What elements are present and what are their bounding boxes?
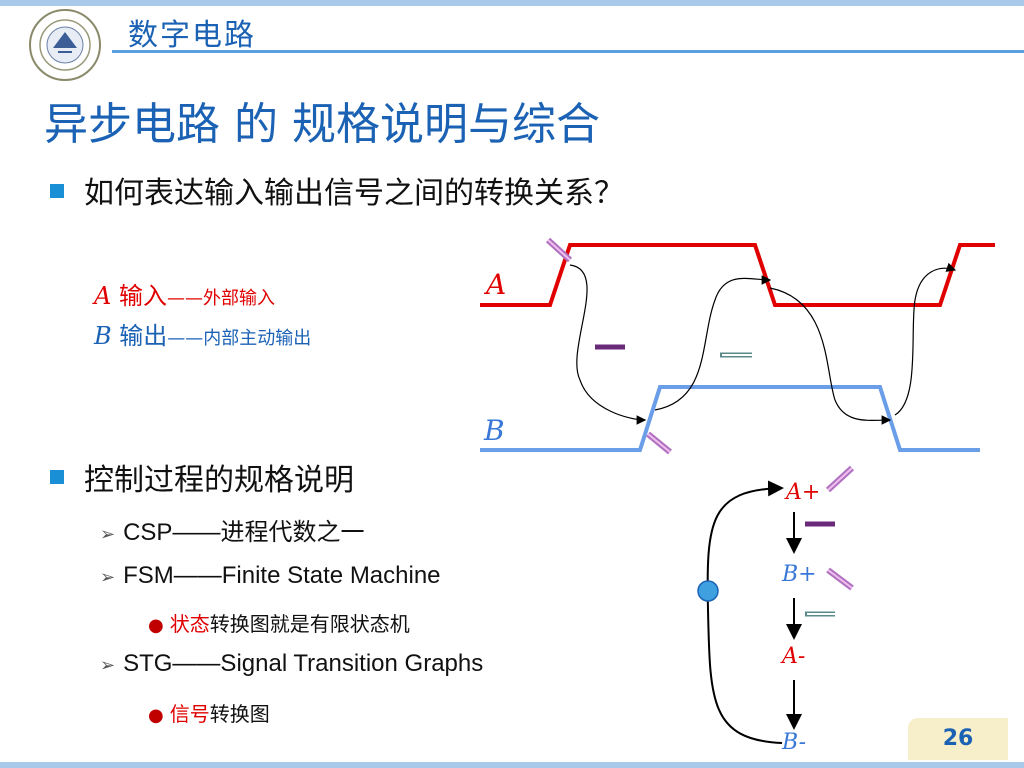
stg-node-b-minus: B- (782, 730, 807, 755)
sub-item-text: FSM——Finite State Machine (123, 562, 441, 589)
stg-note: ●信号转换图 (148, 698, 270, 727)
university-logo-icon (29, 9, 101, 81)
legend-a-text: 输入 (111, 282, 167, 310)
legend-b-desc: ——内部主动输出 (167, 328, 312, 349)
causal-arrow-b-to-a (654, 275, 772, 411)
legend-input-a: A 输入——外部输入 (94, 276, 275, 311)
signal-b-waveform (480, 385, 980, 452)
fsm-note-text: 转换图就是有限状态机 (209, 612, 410, 636)
fsm-note: ●状态转换图就是有限状态机 (148, 608, 410, 637)
sub-item-text: STG——Signal Transition Graphs (123, 650, 484, 677)
signal-a-waveform (480, 243, 995, 307)
legend-b-text: 输出 (111, 322, 168, 350)
stg-diagram (697, 465, 855, 744)
stg-node-b-plus: B+ (782, 562, 817, 587)
legend-output-b: B 输出——内部主动输出 (94, 316, 311, 351)
bullet-dot-icon: ● (148, 615, 164, 636)
pointer-arrow-icon (826, 567, 854, 591)
chevron-right-icon: ➢ (100, 524, 116, 544)
chevron-right-icon: ➢ (100, 567, 116, 587)
stg-node-a-plus: A+ (786, 480, 821, 505)
handshake-waveform-diagram (480, 237, 995, 455)
page-number: 26 (908, 718, 1008, 760)
pointer-arrow-icon (545, 237, 573, 263)
legend-a-name: A (94, 282, 112, 310)
bottom-accent-line (0, 762, 1024, 768)
slide-title: 异步电路 的 规格说明与综合 (44, 99, 600, 150)
chevron-right-icon: ➢ (100, 655, 116, 675)
sub-item-csp: ➢ CSP——进程代数之一 (100, 512, 364, 547)
stg-note-highlight: 信号 (169, 702, 210, 726)
pointer-arrow-icon (825, 465, 855, 493)
causal-arrow-a-to-b (569, 264, 647, 425)
header-divider (112, 50, 1024, 53)
causal-arrow-b-to-a-rise (894, 262, 957, 416)
sub-item-text: CSP——进程代数之一 (123, 519, 365, 546)
causal-arrow-a-to-b-fall (769, 287, 892, 425)
stg-loop-edge (706, 480, 784, 744)
sub-item-fsm: ➢ FSM——Finite State Machine (100, 562, 441, 590)
stg-token-icon (697, 580, 719, 602)
bullet-spec: 控制过程的规格说明 (84, 463, 354, 498)
pointer-arrow-icon (646, 431, 672, 455)
bullet-square-icon (50, 184, 64, 198)
waveform-label-a: A (486, 268, 507, 301)
stg-note-text: 转换图 (209, 702, 270, 726)
legend-a-desc: ——外部输入 (166, 288, 275, 309)
bullet-square-icon (50, 470, 64, 484)
fsm-note-highlight: 状态 (169, 612, 210, 636)
legend-b-name: B (94, 322, 112, 350)
top-accent-line (0, 0, 1024, 6)
bullet-question: 如何表达输入输出信号之间的转换关系？ (84, 176, 624, 211)
course-title: 数字电路 (128, 18, 256, 53)
bullet-dot-icon: ● (148, 705, 164, 726)
sub-item-stg: ➢ STG——Signal Transition Graphs (100, 650, 483, 678)
stg-node-a-minus: A- (782, 644, 806, 669)
waveform-label-b: B (484, 414, 505, 447)
